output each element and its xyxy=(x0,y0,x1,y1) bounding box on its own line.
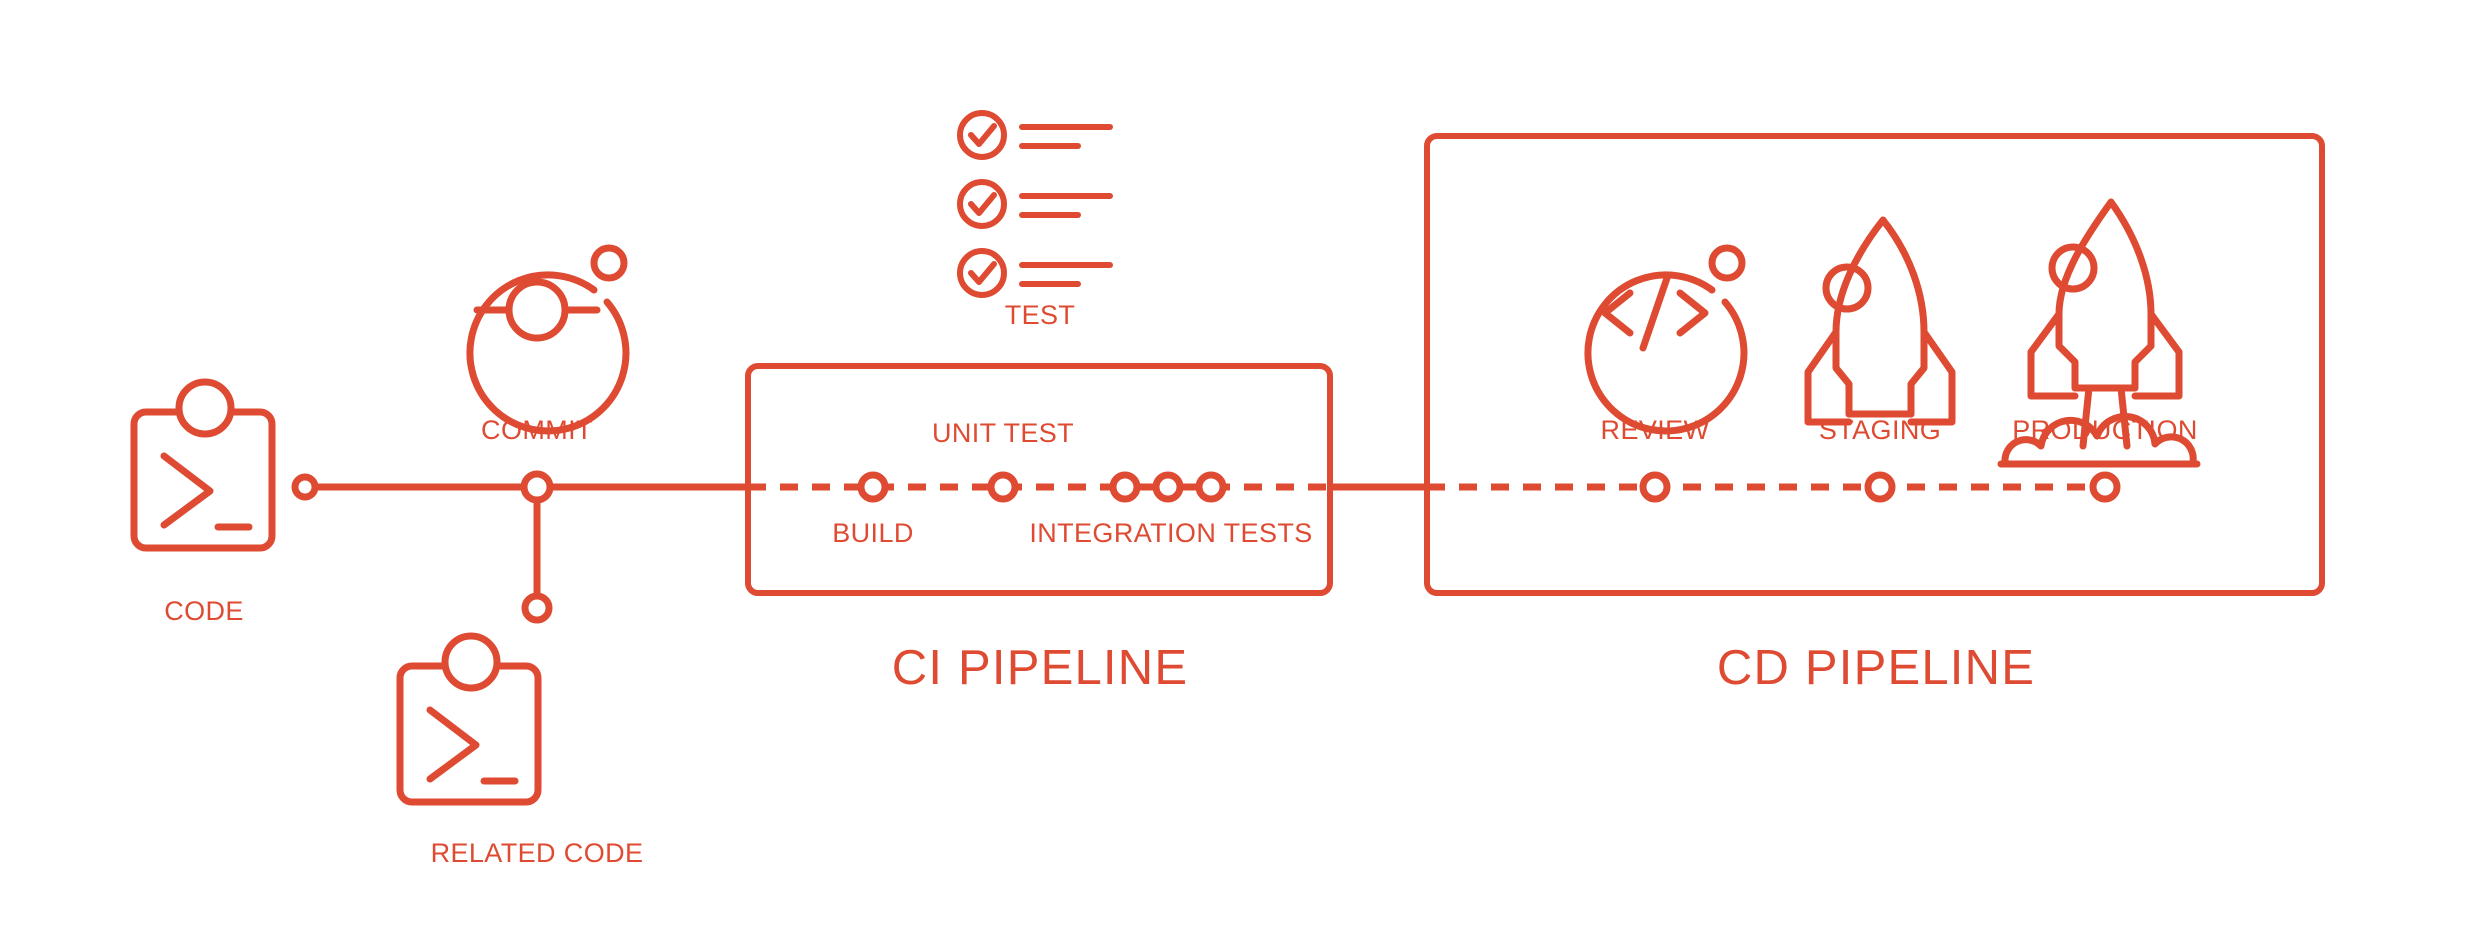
terminal-code-icon xyxy=(130,378,276,552)
node-dot-staging[interactable] xyxy=(1864,471,1896,503)
ci-pipeline-title: CI PIPELINE xyxy=(891,641,1189,695)
checklist-icon xyxy=(957,110,1113,298)
node-dot-build[interactable] xyxy=(857,471,889,503)
node-dot-start[interactable] xyxy=(291,473,319,501)
code-review-orbit-icon xyxy=(1584,244,1748,435)
node-label-test: TEST xyxy=(1004,300,1076,330)
node-dot-integration-2[interactable] xyxy=(1152,471,1184,503)
node-dot-production[interactable] xyxy=(2089,471,2121,503)
stage-label-staging: STAGING xyxy=(1818,415,1942,445)
node-dot-related-code[interactable] xyxy=(521,592,553,624)
stage-label-unit-test: UNIT TEST xyxy=(931,418,1075,448)
stage-label-production: PRODUCTION xyxy=(2012,415,2198,445)
node-dot-integration-3[interactable] xyxy=(1195,471,1227,503)
stage-label-integration-tests: INTEGRATION TESTS xyxy=(1029,518,1313,548)
rocket-icon xyxy=(1804,216,1956,426)
ci-pipeline-box xyxy=(745,363,1333,596)
cd-pipeline-title: CD PIPELINE xyxy=(1716,641,2036,695)
node-dot-review[interactable] xyxy=(1639,471,1671,503)
terminal-code-icon xyxy=(396,632,542,806)
node-dot-commit[interactable] xyxy=(520,470,554,504)
stage-label-review: REVIEW xyxy=(1600,415,1710,445)
node-label-related-code: RELATED CODE xyxy=(430,838,644,868)
node-label-code: CODE xyxy=(164,596,244,626)
stage-label-build: BUILD xyxy=(832,518,914,548)
commit-orbit-icon xyxy=(466,244,630,435)
node-dot-integration-1[interactable] xyxy=(1109,471,1141,503)
rocket-launch-icon xyxy=(1997,198,2201,468)
cd-pipeline-box xyxy=(1424,133,2325,596)
node-dot-unit-test[interactable] xyxy=(987,471,1019,503)
node-label-commit: COMMIT xyxy=(481,415,593,445)
